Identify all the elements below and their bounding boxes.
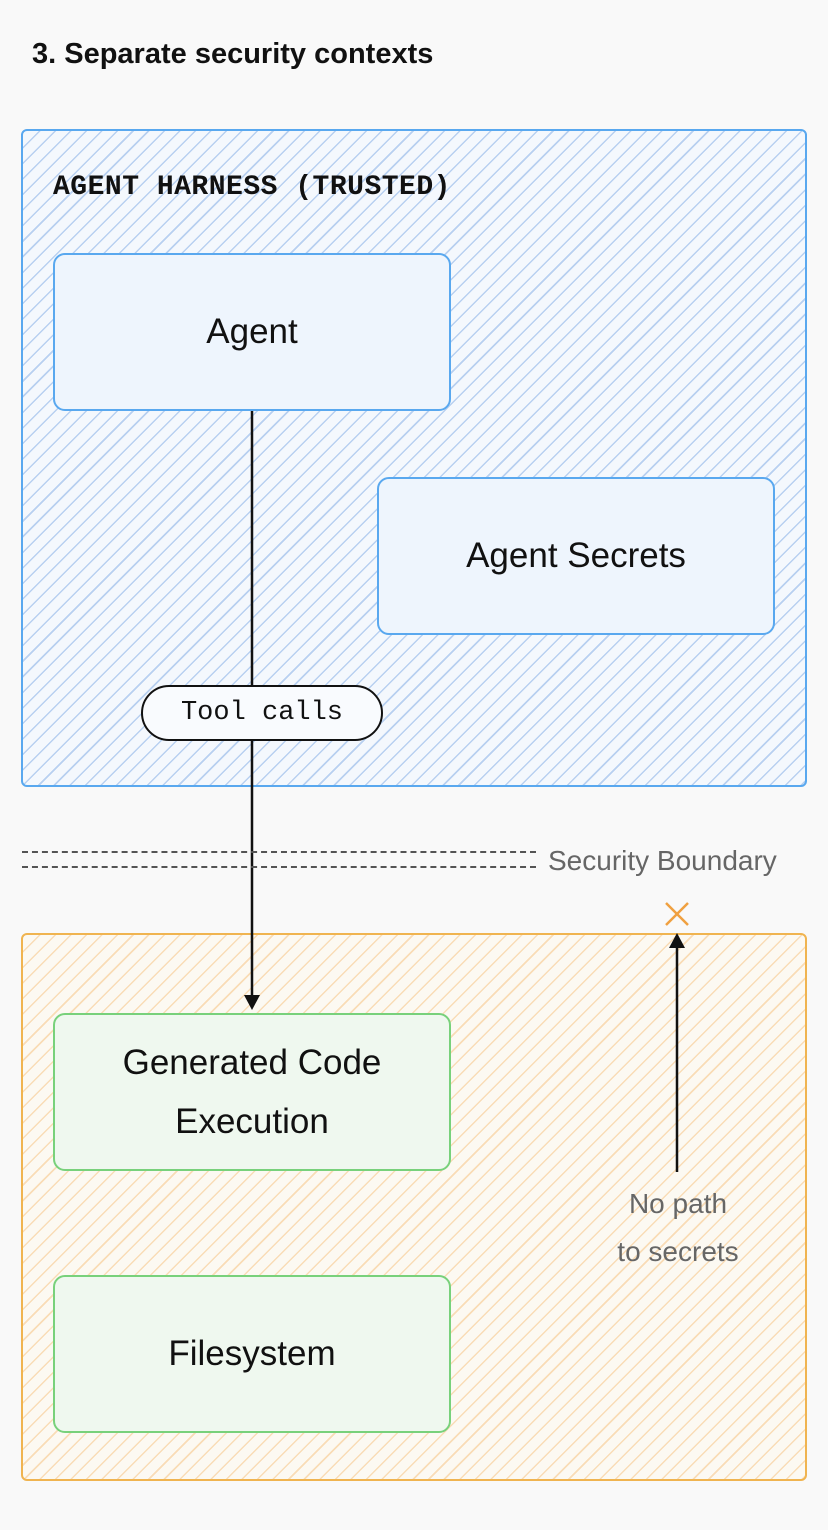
trusted-zone-label: AGENT HARNESS (TRUSTED) bbox=[53, 172, 451, 203]
blocked-x-icon bbox=[665, 902, 689, 926]
generated-code-box: Generated Code Execution bbox=[53, 1013, 451, 1171]
generated-code-label: Generated Code Execution bbox=[122, 1042, 382, 1142]
agent-label: Agent bbox=[206, 312, 298, 352]
page-title: 3. Separate security contexts bbox=[32, 38, 434, 70]
agent-secrets-label: Agent Secrets bbox=[466, 536, 686, 576]
filesystem-box: Filesystem bbox=[53, 1275, 451, 1433]
blocked-arrowhead bbox=[669, 933, 685, 948]
tool-calls-arrowhead bbox=[244, 995, 260, 1010]
security-boundary-line-top bbox=[22, 851, 536, 853]
agent-box: Agent bbox=[53, 253, 451, 411]
security-boundary-label: Security Boundary bbox=[548, 845, 777, 876]
trusted-zone bbox=[21, 129, 807, 787]
security-boundary-line-bottom bbox=[22, 866, 536, 868]
filesystem-label: Filesystem bbox=[168, 1334, 336, 1374]
tool-calls-pill: Tool calls bbox=[141, 685, 383, 741]
no-path-note: No path to secrets bbox=[617, 1188, 739, 1267]
agent-secrets-box: Agent Secrets bbox=[377, 477, 775, 635]
